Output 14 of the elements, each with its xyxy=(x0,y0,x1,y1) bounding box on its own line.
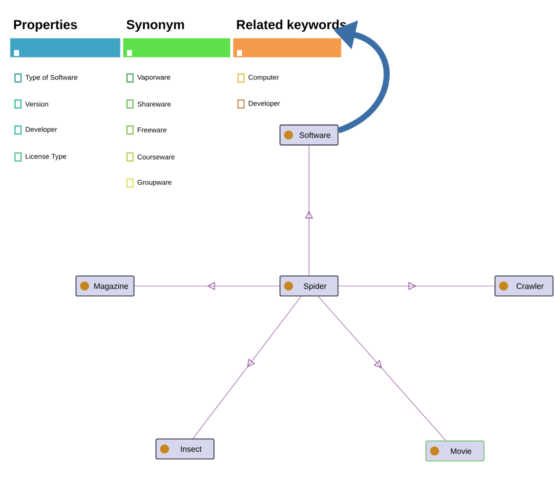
class-box: Insect xyxy=(156,438,214,460)
class-box: Magazine xyxy=(76,276,134,296)
column-header: Synonym xyxy=(123,20,230,58)
arrow xyxy=(192,296,302,439)
node-label: Synonym xyxy=(126,20,184,32)
node-label: Properties xyxy=(14,20,77,32)
column-header: Related keywords xyxy=(233,20,346,58)
arrow xyxy=(318,296,446,441)
class-box: Spider xyxy=(280,276,338,296)
node-label: Related keywords xyxy=(237,20,346,32)
class-box: Crawler xyxy=(494,276,554,296)
column-header: Properties xyxy=(10,20,120,58)
class-box: Software xyxy=(280,124,338,146)
class-box: Movie xyxy=(426,440,484,462)
